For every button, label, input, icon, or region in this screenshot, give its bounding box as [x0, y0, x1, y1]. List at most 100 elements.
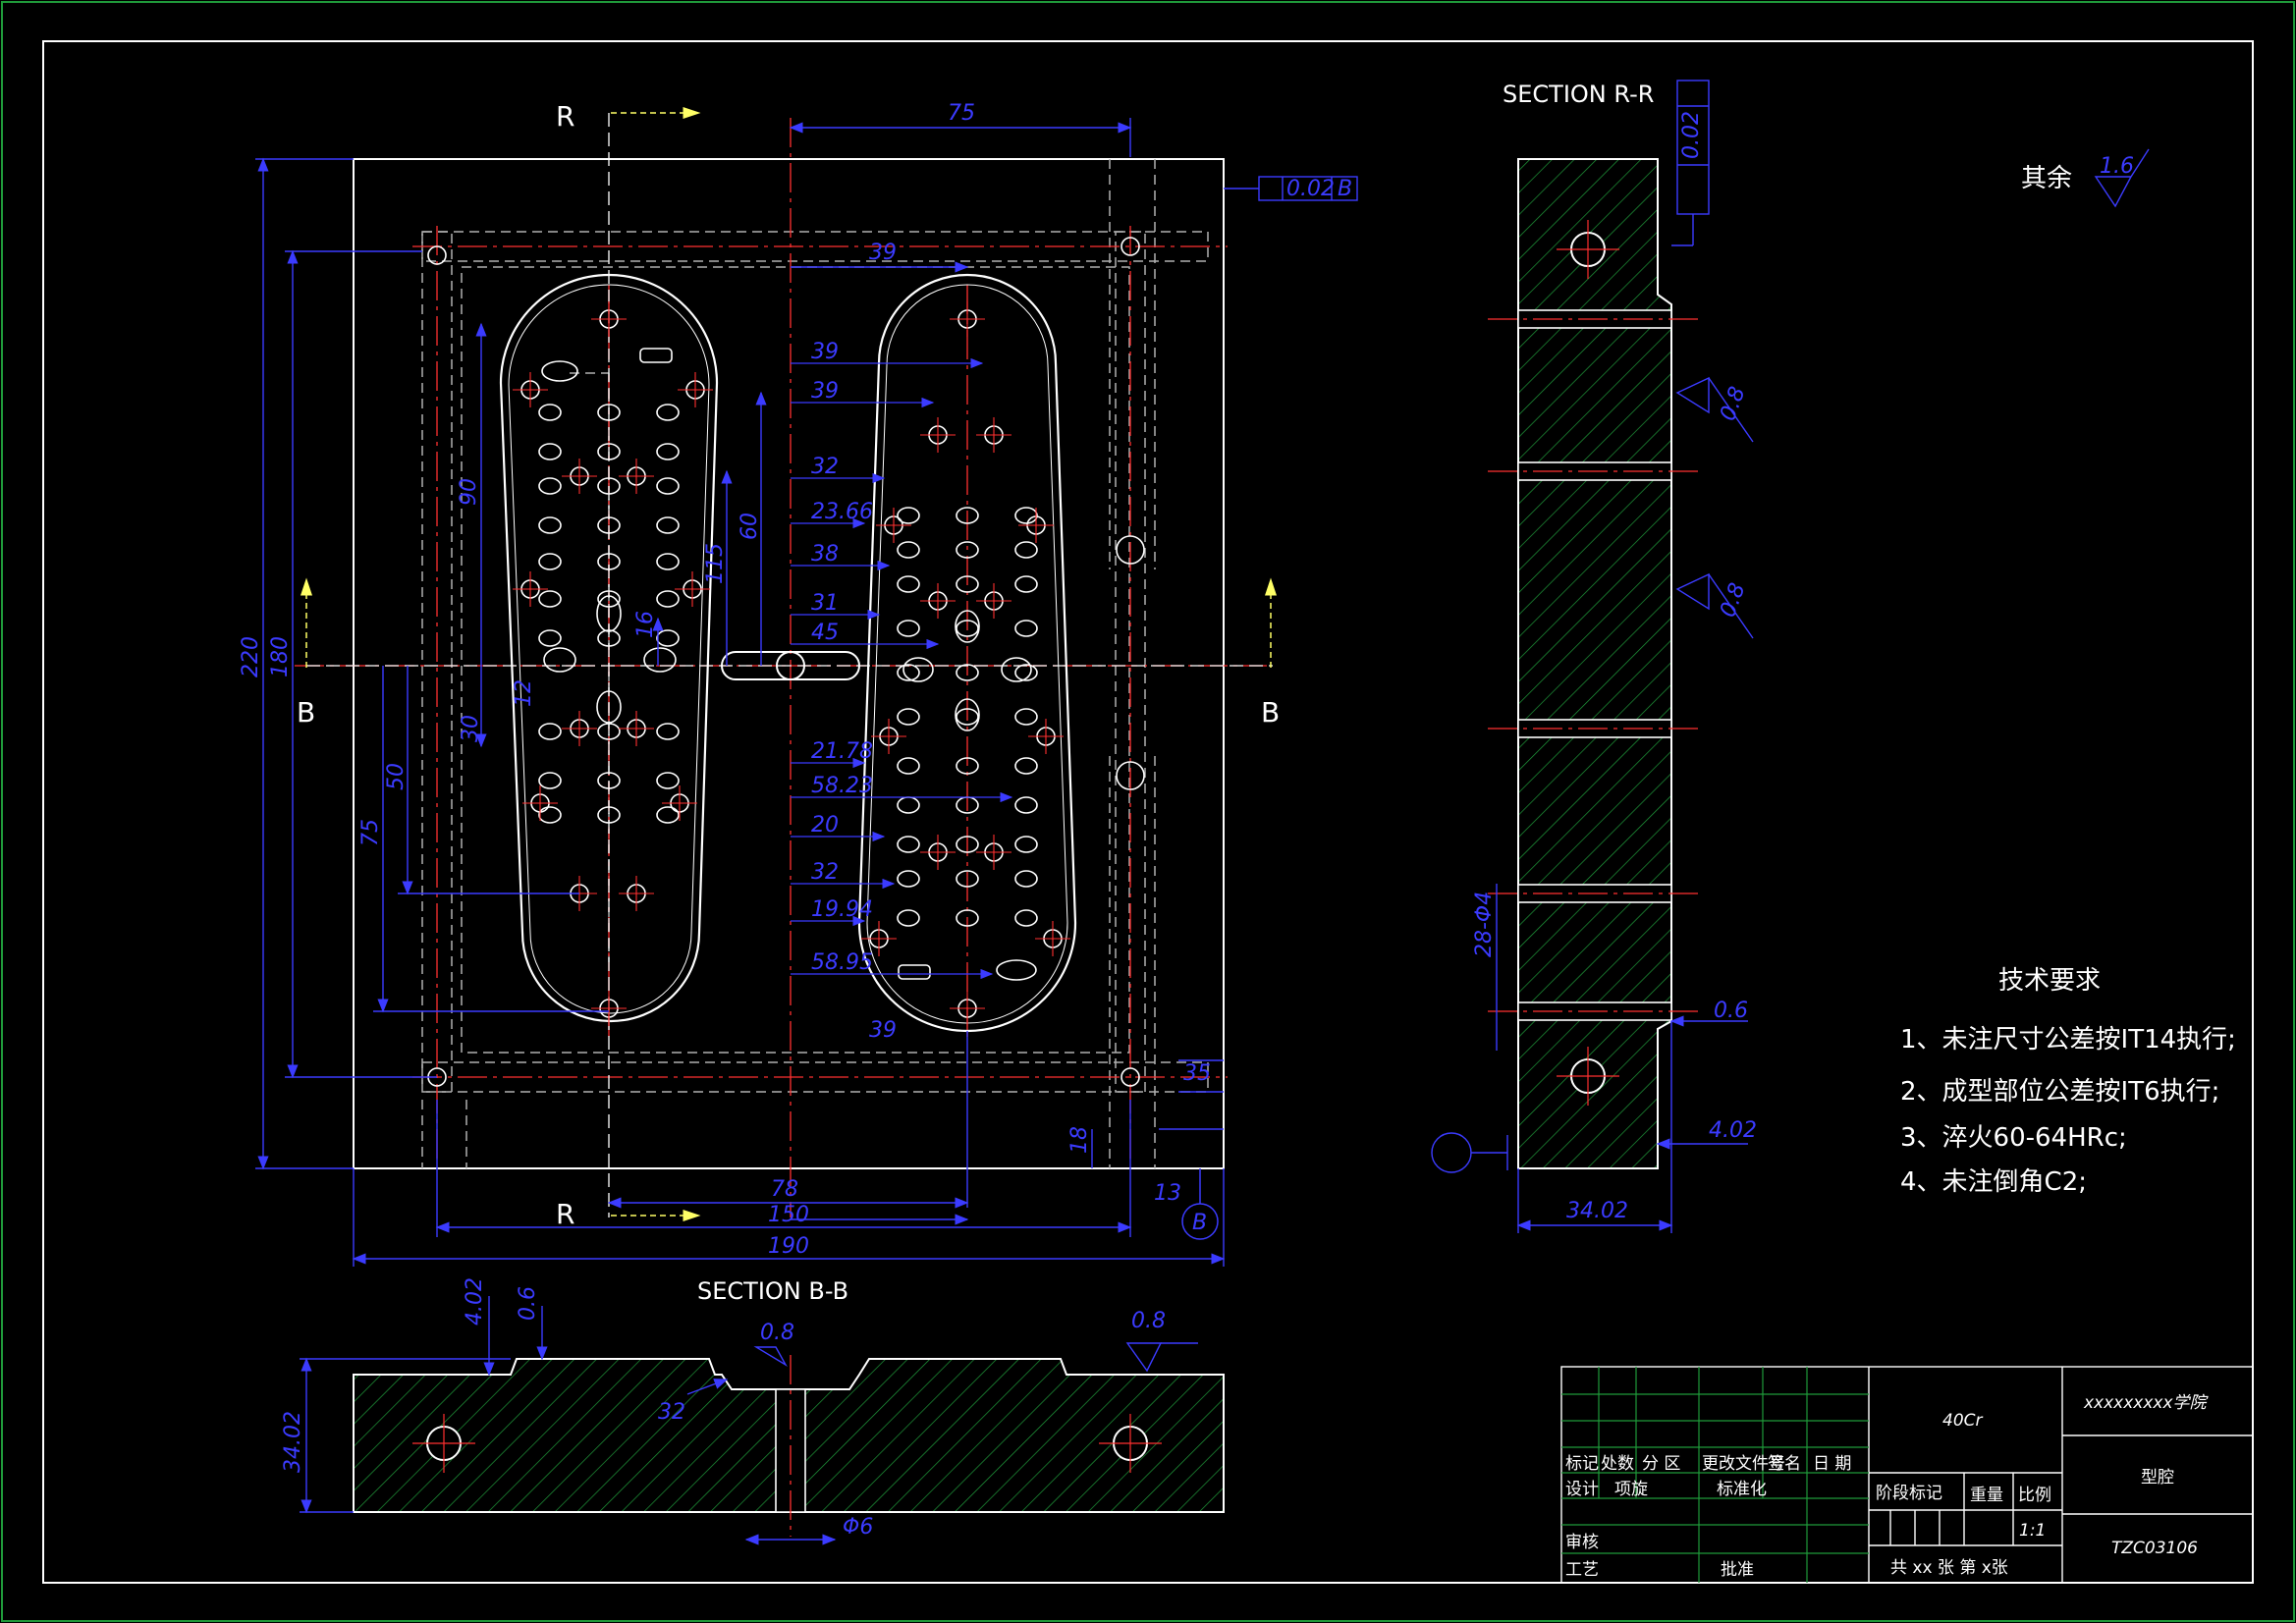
vent-hole [597, 629, 621, 647]
dim-text: 38 [811, 542, 839, 567]
tb-process: 工艺 [1565, 1560, 1599, 1580]
dim-text: 32 [811, 455, 839, 479]
tb-standardization: 标准化 [1717, 1480, 1767, 1499]
tb-weight: 重量 [1970, 1486, 2003, 1505]
vent-hole [1014, 796, 1038, 814]
vent-hole [956, 708, 979, 726]
vent-hole [956, 507, 979, 524]
vent-hole [597, 443, 621, 460]
vent-oval [996, 959, 1037, 981]
vent-hole [597, 723, 621, 740]
vent-hole [956, 870, 979, 888]
tb-review: 审核 [1565, 1533, 1599, 1552]
tb-h-zone: 分 区 [1642, 1454, 1680, 1474]
dim-30: 30 [459, 715, 483, 742]
dim-12: 12 [512, 679, 536, 707]
vent-hole [1014, 708, 1038, 726]
hidden-channels [421, 159, 1209, 1168]
tech-req-title: 技术要求 [1998, 966, 2101, 996]
vent-hole [538, 629, 562, 647]
tb-scale: 1:1 [2019, 1521, 2046, 1541]
dim-text: 58.23 [811, 774, 873, 798]
dim-35: 35 [1183, 1061, 1211, 1086]
vent-hole [656, 772, 680, 789]
dim-text: 19.94 [811, 897, 873, 922]
vent-hole [538, 404, 562, 421]
vent-hole [656, 629, 680, 647]
vent-hole [656, 477, 680, 495]
tolerance-frame: 0.02 B [1224, 176, 1358, 201]
vent-hole [597, 404, 621, 421]
vent-hole [538, 516, 562, 534]
rr-tol: 0.02 [1679, 111, 1704, 159]
vent-hole [538, 806, 562, 824]
dim-text: 39 [811, 340, 839, 364]
vent-hole [656, 590, 680, 608]
vent-oval [596, 595, 622, 632]
dim-220: 220 [239, 636, 263, 677]
vent-hole [1014, 541, 1038, 559]
rr-channels [1488, 309, 1704, 1021]
tb-part-name: 型腔 [2141, 1468, 2174, 1488]
tb-h-date: 日 期 [1813, 1454, 1851, 1474]
title-block: 40Cr xxxxxxxxx学院 型腔 TZC03106 1:1 共 xx 张 … [1560, 1366, 2254, 1584]
tech-req-3: 3、淬火60-64HRc; [1900, 1123, 2127, 1153]
section-rr-title: SECTION R-R [1503, 81, 1654, 108]
tb-school: xxxxxxxxx学院 [2083, 1393, 2210, 1413]
vent-hole [538, 723, 562, 740]
vent-oval [541, 360, 578, 382]
roughness-rest-label: 其余 [2021, 164, 2072, 193]
bb-dim-34: 34.02 [281, 1411, 305, 1473]
cut-label-b-right: B [1261, 696, 1280, 729]
dim-60: 60 [738, 513, 762, 540]
vent-hole [656, 806, 680, 824]
vent-hole [597, 590, 621, 608]
vent-hole [538, 553, 562, 570]
vent-hole [897, 541, 920, 559]
vent-oval [543, 647, 576, 673]
vent-hole [597, 772, 621, 789]
corner-holes [427, 237, 1145, 1087]
vent-hole [1014, 757, 1038, 775]
tb-scale-label: 比例 [2018, 1486, 2051, 1505]
cavity-right [857, 273, 1077, 1033]
datum-symbol: B [1181, 1168, 1219, 1240]
vent-hole [1014, 620, 1038, 637]
vent-hole [538, 772, 562, 789]
roughness-rest: 其余 1.6 [2021, 148, 2150, 208]
dim-text: 39 [811, 379, 839, 404]
vent-oval [902, 657, 934, 682]
dim-180: 180 [268, 636, 293, 677]
vent-hole [1014, 664, 1038, 681]
vent-hole [597, 477, 621, 495]
section-rr-view: 0.02 0.8 0.8 28-Φ4 0.6 4.02 34.02 SECTIO… [1431, 80, 1757, 1233]
rr-dim-06: 0.6 [1714, 999, 1748, 1023]
tech-requirements: 技术要求 1、未注尺寸公差按IT14执行; 2、成型部位公差按IT6执行; 3、… [1900, 966, 2236, 1197]
vent-hole [897, 909, 920, 927]
dim-75-v: 75 [358, 819, 383, 846]
dim-text: 45 [811, 621, 839, 645]
tb-drawing-no: TZC03106 [2111, 1539, 2198, 1558]
vent-hole [897, 836, 920, 853]
rr-dim-holes: 28-Φ4 [1472, 892, 1497, 957]
vent-hole [1014, 507, 1038, 524]
vent-hole [597, 806, 621, 824]
vent-oval [955, 610, 980, 643]
vent-hole [656, 723, 680, 740]
tb-design: 设计 [1565, 1480, 1599, 1499]
tb-sheets: 共 xx 张 第 x张 [1890, 1558, 2008, 1578]
vent-hole [597, 553, 621, 570]
vent-hole [597, 516, 621, 534]
vent-hole [656, 404, 680, 421]
rr-dim-402: 4.02 [1709, 1118, 1757, 1143]
bb-dim-32: 32 [658, 1400, 685, 1425]
dim-190: 190 [768, 1234, 809, 1259]
dim-text: 58.95 [811, 950, 873, 975]
bb-dim-402: 4.02 [463, 1277, 487, 1325]
cut-label-b-left: B [297, 696, 315, 729]
vent-hole [956, 541, 979, 559]
vent-hole [656, 553, 680, 570]
vent-hole [897, 620, 920, 637]
dim-13: 13 [1154, 1181, 1181, 1206]
